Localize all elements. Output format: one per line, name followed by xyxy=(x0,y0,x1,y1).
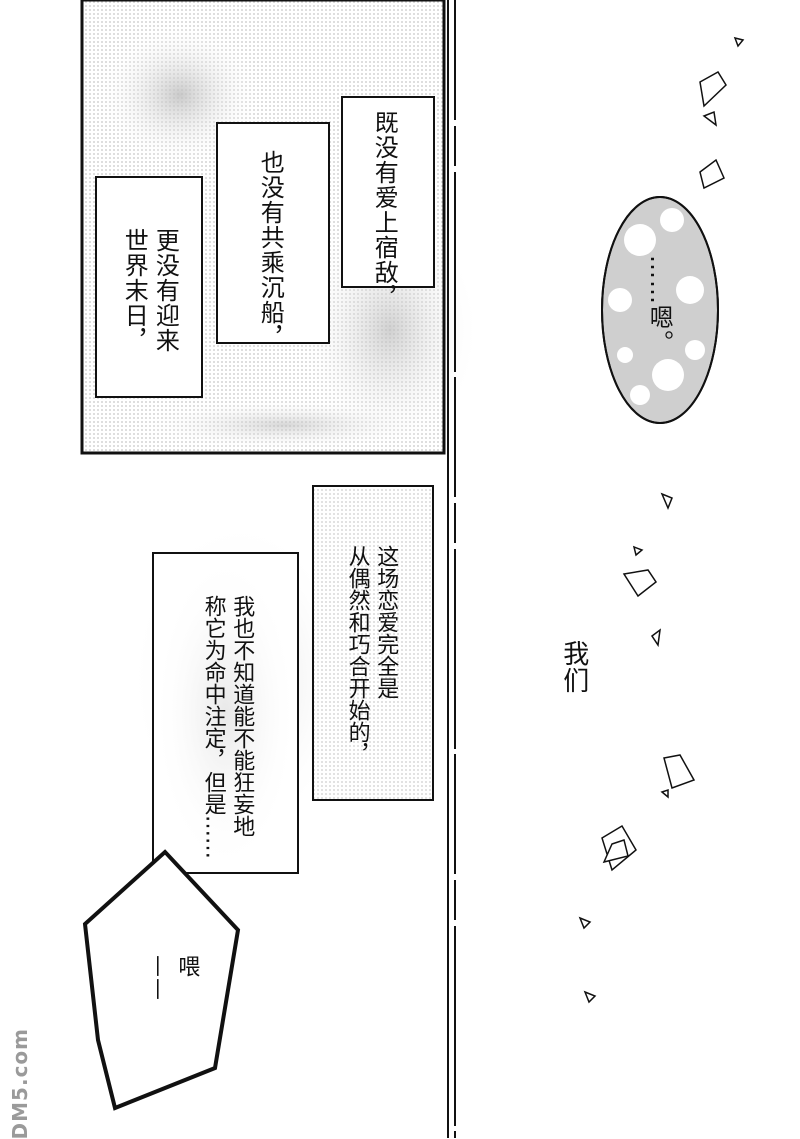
caption-box-4 xyxy=(312,485,434,801)
shout-text: 喂 —— xyxy=(145,955,200,1001)
caption-box-1 xyxy=(341,96,435,288)
caption-text-5: 我也不知道能不能狂妄地 称它为命中注定，但是…… xyxy=(200,595,255,859)
caption-box-5 xyxy=(152,552,299,874)
shout-bubble xyxy=(82,849,241,1111)
caption-text-4: 这场恋爱完全是 从偶然和巧合开始的， xyxy=(344,545,399,765)
caption-box-3 xyxy=(95,176,203,398)
site-watermark: DM5.com xyxy=(8,1028,32,1139)
floating-shards xyxy=(578,36,745,1004)
caption-text-3: 更没有迎来 世界末日， xyxy=(120,228,180,353)
speech-text-right: ……嗯。 xyxy=(645,255,674,355)
speech-bubble-oval xyxy=(601,196,719,424)
caption-text-1: 既没有爱上宿敌， xyxy=(370,110,399,310)
caption-box-2 xyxy=(216,122,330,344)
caption-text-2: 也没有共乘沉船， xyxy=(256,150,285,350)
narration-text: 我们 xyxy=(558,640,589,694)
